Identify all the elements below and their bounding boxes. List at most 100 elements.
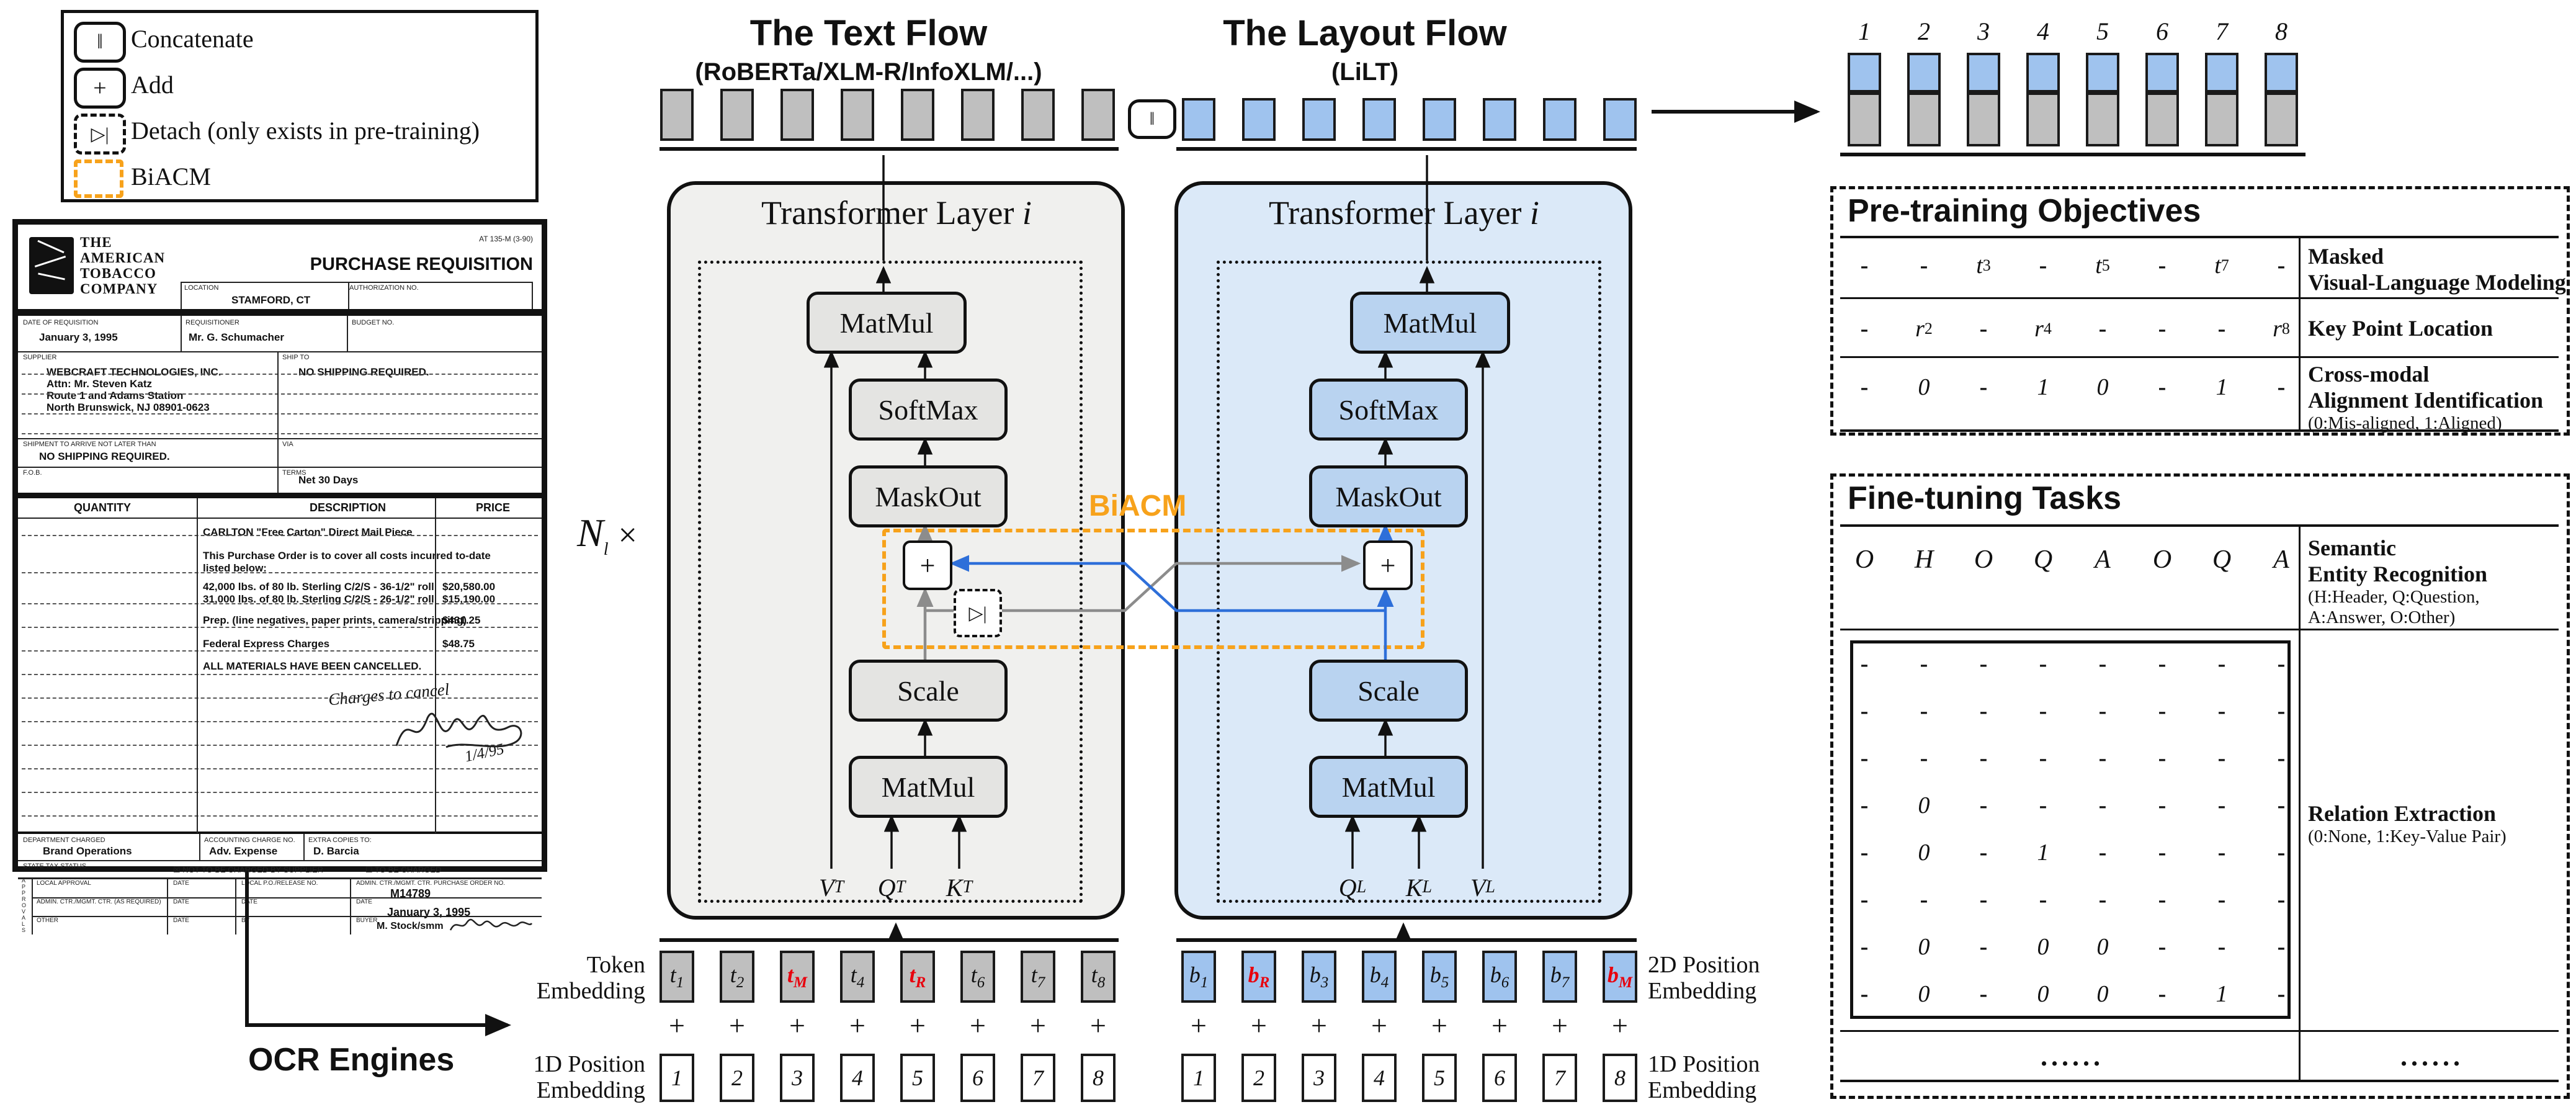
- company-logo: [29, 237, 74, 294]
- layout-output-bar: [1182, 98, 1215, 141]
- embedding-token: t6: [970, 962, 985, 992]
- pretraining-value: -: [1979, 316, 1988, 342]
- embedding-token: t1: [669, 962, 684, 992]
- embedding-plus: +: [1311, 1009, 1327, 1041]
- approvals-vertical-letter: L: [22, 921, 25, 927]
- approvals-label: LOCAL P.O./RELEASE NO.: [241, 880, 318, 887]
- embedding-plus: +: [970, 1009, 986, 1041]
- embedding-token: t4: [850, 962, 865, 992]
- embedding-token: b6: [1490, 962, 1509, 992]
- position-index: 4: [852, 1065, 863, 1090]
- pretraining-value: -: [2039, 253, 2047, 279]
- ruling-line: [22, 697, 538, 699]
- re-grid-cell: -: [2217, 934, 2226, 960]
- col-price: PRICE: [476, 501, 511, 514]
- re-grid-cell: -: [2098, 840, 2107, 866]
- position-box: 4: [840, 1054, 875, 1102]
- re-grid-cell: -: [2158, 651, 2167, 677]
- output-index: 7: [2216, 17, 2228, 45]
- pretraining-value: -: [2217, 316, 2226, 342]
- re-grid-cell: 1: [2037, 840, 2049, 866]
- position-box: 5: [900, 1054, 935, 1102]
- embedding-token: t2: [730, 962, 745, 992]
- text-output-bar: [660, 89, 694, 141]
- text-output-bar: [780, 89, 814, 141]
- copies-value: D. Barcia: [313, 845, 359, 857]
- pretraining-label-cai: Cross-modal Alignment Identification (0:…: [2308, 362, 2544, 433]
- pretraining-value: -: [2277, 374, 2286, 400]
- approvals-label: OTHER: [37, 917, 58, 924]
- output-bar-layout-part: [2145, 53, 2179, 92]
- fob-label: F.O.B.: [23, 469, 42, 477]
- layout-embed-topline: [1176, 938, 1637, 942]
- supplier-line: North Brunswick, NJ 08901-0623: [47, 401, 210, 413]
- text-matmul-bottom: MatMul: [849, 756, 1008, 818]
- re-grid-cell: -: [1979, 698, 1988, 724]
- text-output-bar: [720, 89, 754, 141]
- ruling-line: [22, 603, 538, 604]
- layout-add-box: +: [1363, 540, 1413, 590]
- re-grid-cell: -: [2039, 887, 2047, 913]
- re-grid-cell: -: [2158, 792, 2167, 818]
- re-grid-cell: -: [1860, 934, 1869, 960]
- terms-value: Net 30 Days: [298, 474, 359, 486]
- embedding-plus: +: [1431, 1009, 1447, 1041]
- legend-label-biacm: BiACM: [131, 163, 211, 190]
- copies-label: EXTRA COPIES TO:: [308, 836, 372, 844]
- approval-date: January 3, 1995: [387, 906, 471, 918]
- re-grid-cell: -: [2158, 981, 2167, 1007]
- embedding-bar: b3: [1302, 951, 1336, 1003]
- re-grid-cell: -: [2039, 651, 2047, 677]
- re-grid-cell: -: [2098, 698, 2107, 724]
- approvals-label: BUYER: [356, 917, 378, 924]
- output-index: 8: [2275, 17, 2288, 45]
- position-index: 4: [1374, 1065, 1385, 1090]
- embedding-plus: +: [1191, 1009, 1207, 1041]
- ruling-line: [22, 627, 538, 628]
- re-grid-cell: 0: [2096, 981, 2109, 1007]
- num-layers-label: Nl ×: [577, 510, 637, 560]
- position-box: 6: [960, 1054, 995, 1102]
- date-label: DATE OF REQUISITION: [23, 319, 99, 326]
- text-output-underline: [660, 147, 1119, 151]
- re-grid-cell: -: [2158, 698, 2167, 724]
- layout-output-bar: [1603, 98, 1637, 141]
- embedding-token: tR: [909, 962, 926, 992]
- doc-divider-band: [18, 309, 542, 316]
- approvals-label: ADMIN. CTR./MGMT. CTR. PURCHASE ORDER NO…: [356, 880, 506, 887]
- re-label: Relation Extraction (0:None, 1:Key-Value…: [2308, 801, 2507, 846]
- re-grid-cell: -: [2217, 698, 2226, 724]
- text-detach-box: ▷|: [954, 589, 1002, 637]
- tax-label: STATE TAX STATUS: [23, 863, 87, 870]
- embedding-bar: bM: [1603, 951, 1637, 1003]
- text-output-bar: [841, 89, 874, 141]
- layout-output-bar: [1242, 98, 1276, 141]
- layout-softmax: SoftMax: [1309, 379, 1468, 441]
- ruling-line: [22, 393, 538, 395]
- po-number: M14789: [390, 887, 431, 900]
- legend: ‖ Concatenate + Add ▷| Detach (only exis…: [61, 10, 539, 202]
- biacm-region: [882, 529, 1424, 649]
- authorization-label: AUTHORIZATION NO.: [349, 284, 419, 292]
- supplier-line: Route 1 and Adams Station: [47, 390, 184, 401]
- pretraining-value: 0: [1918, 374, 1930, 400]
- embedding-plus: +: [1030, 1009, 1046, 1041]
- pretraining-value: -: [1860, 253, 1869, 279]
- pretraining-value: -: [2098, 316, 2107, 342]
- layout-matmul-top: MatMul: [1350, 292, 1510, 354]
- ser-letter: A: [2095, 545, 2111, 574]
- approvals-vertical-letter: R: [22, 896, 26, 902]
- re-grid-cell: -: [2277, 698, 2286, 724]
- layout-output-underline: [1176, 147, 1637, 151]
- signature-scribble: [395, 712, 522, 748]
- embedding-bar: t4: [840, 951, 875, 1003]
- line-item-desc: Prep. (line negatives, paper prints, cam…: [203, 614, 467, 626]
- position-box: 1: [660, 1054, 694, 1102]
- re-grid-cell: -: [2277, 651, 2286, 677]
- re-grid-cell: -: [2277, 792, 2286, 818]
- re-grid-cell: -: [2217, 887, 2226, 913]
